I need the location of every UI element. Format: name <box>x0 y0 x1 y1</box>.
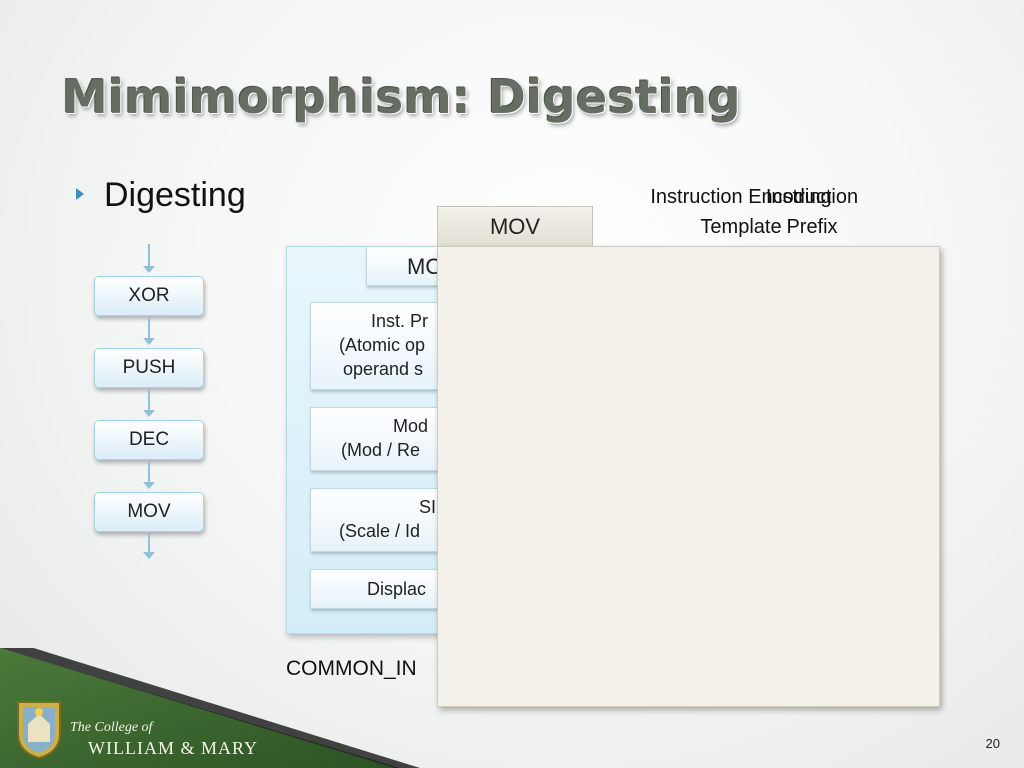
encoding-panel <box>437 246 940 707</box>
flow-step-mov: MOV <box>94 492 204 532</box>
common-inst-header: MO <box>366 246 450 286</box>
flow-step-dec: DEC <box>94 420 204 460</box>
field-inst-prefix: Inst. Pr (Atomic op operand s <box>310 302 450 390</box>
common-inst-label: COMMON_IN <box>286 657 417 680</box>
college-seal-icon <box>17 701 61 760</box>
flow-connector <box>148 460 150 484</box>
label-line: Instruction <box>765 186 859 208</box>
flow-connector <box>148 388 150 412</box>
bullet-arrow-icon <box>76 188 84 200</box>
label-line: Prefix <box>786 216 838 238</box>
bullet-text: Digesting <box>104 176 246 214</box>
field-line: Mod <box>393 416 429 436</box>
field-line: Inst. Pr <box>371 311 429 331</box>
college-prefix: The College of <box>70 720 153 735</box>
field-displacement: Displac <box>310 569 450 609</box>
arrow-down-icon <box>143 266 155 273</box>
field-line: operand s <box>343 359 424 379</box>
field-line: (Scale / Id <box>339 521 421 541</box>
mov-header: MOV <box>437 206 593 248</box>
label-line: Instruction Encoding <box>650 186 832 208</box>
flow-step-push: PUSH <box>94 348 204 388</box>
field-modrm: Mod (Mod / Re <box>310 407 450 471</box>
slide-title: Mimimorphism: Digesting <box>62 70 742 124</box>
arrow-down-icon <box>143 482 155 489</box>
page-number: 20 <box>985 736 1000 751</box>
flow-connector <box>148 316 150 340</box>
flow-step-xor: XOR <box>94 276 204 316</box>
flow-connector <box>148 244 150 268</box>
flow-connector <box>148 532 150 554</box>
label-instruction-prefix: Instruction Prefix <box>752 182 872 242</box>
label-line: Template <box>700 216 782 238</box>
field-line: SI <box>419 497 437 517</box>
field-line: (Mod / Re <box>341 440 421 460</box>
label-encoding-template: Instruction Encoding Template <box>626 182 856 242</box>
field-line: (Atomic op <box>339 335 426 355</box>
arrow-down-icon <box>143 410 155 417</box>
arrow-down-icon <box>143 552 155 559</box>
field-sib: SI (Scale / Id <box>310 488 450 552</box>
arrow-down-icon <box>143 338 155 345</box>
college-name: WILLIAM & MARY <box>88 738 258 758</box>
